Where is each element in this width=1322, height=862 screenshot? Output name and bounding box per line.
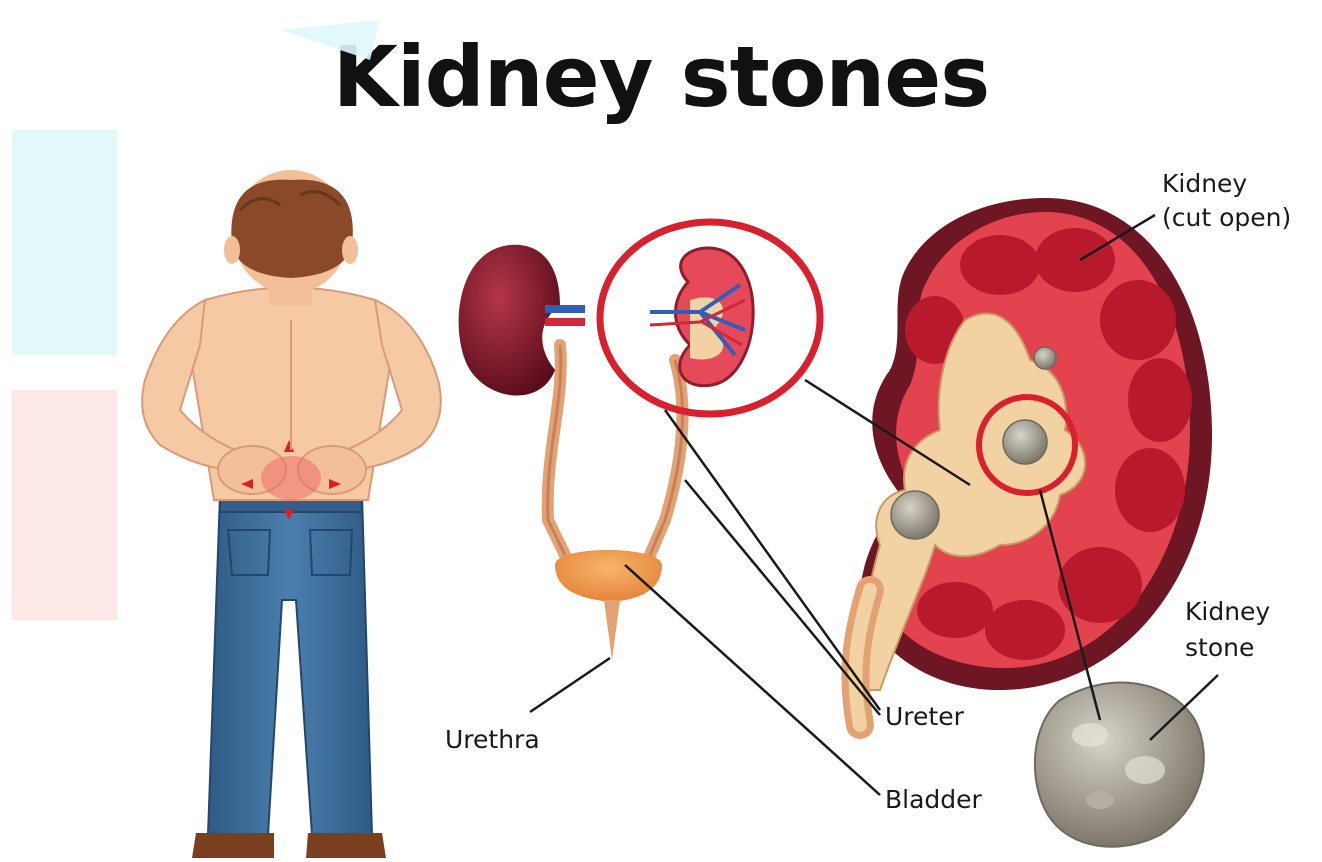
person-back-pain-figure (142, 170, 441, 858)
label-bladder: Bladder (885, 785, 983, 814)
label-ureter: Ureter (885, 702, 965, 731)
label-kidney-stone-line1: Kidney (1185, 597, 1270, 626)
kidney-cross-section-small (650, 248, 753, 386)
label-kidney-cut-open-line1: Kidney (1162, 169, 1247, 198)
label-kidney-cut-open-line2: (cut open) (1162, 203, 1291, 232)
urinary-system-diagram (459, 222, 820, 660)
label-urethra: Urethra (445, 725, 540, 754)
kidney-stone-enlarged (1035, 683, 1204, 847)
label-kidney-stone-line2: stone (1185, 633, 1254, 662)
kidney-cut-open-diagram (850, 198, 1212, 725)
